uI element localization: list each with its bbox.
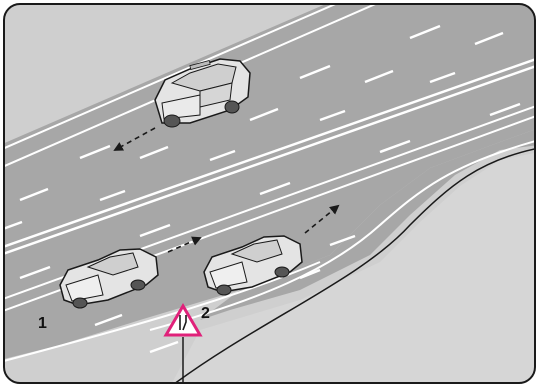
car-1-label: 1	[38, 315, 47, 332]
suv-car	[154, 58, 251, 128]
frame-border	[3, 3, 536, 384]
road-narrows-warning-icon	[163, 303, 203, 383]
upper-edge-line	[4, 4, 341, 151]
car-2-motion-arrow	[304, 204, 340, 234]
car-2-label: 2	[201, 305, 210, 322]
dashed-lane-far	[4, 71, 456, 232]
car-2	[203, 235, 303, 296]
suv-motion-arrow	[113, 127, 156, 151]
car-1	[59, 248, 159, 309]
car-1-motion-arrow	[167, 236, 202, 253]
centre-line-b	[4, 63, 535, 257]
diverging-lane-surface	[200, 128, 535, 320]
ramp-edge-line	[149, 139, 535, 331]
centre-line-a	[4, 56, 535, 250]
ramp-outer-edge	[169, 147, 535, 383]
lower-right-verge	[170, 152, 535, 383]
